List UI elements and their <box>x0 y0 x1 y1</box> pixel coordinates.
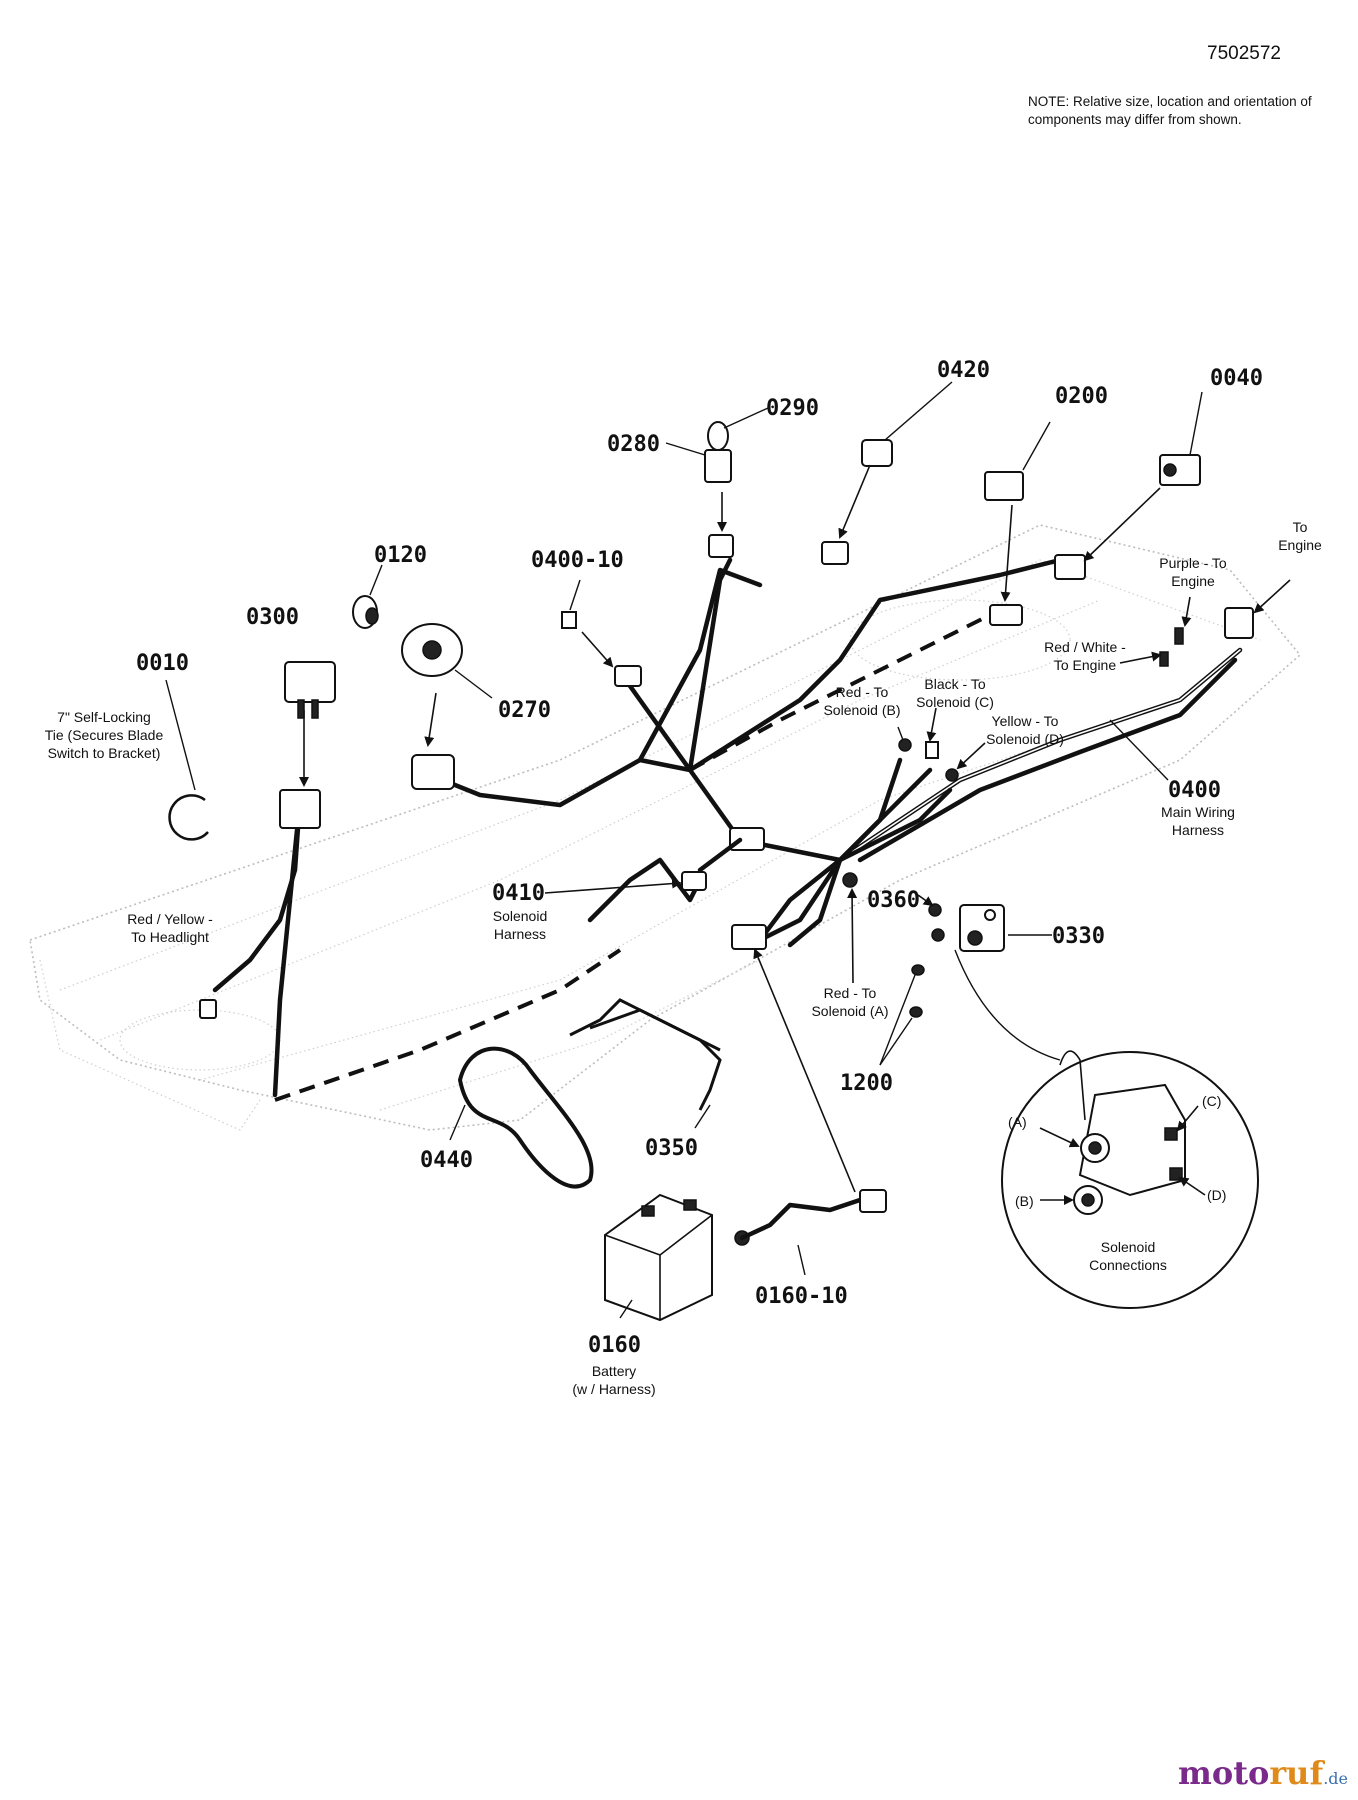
solenoid-connector <box>731 924 767 950</box>
part-number-0040: 0040 <box>1210 366 1263 391</box>
part-0040-switch <box>1054 454 1201 580</box>
terminal-a-label: (A) <box>1008 1114 1027 1130</box>
part-1200-screws <box>909 964 925 1018</box>
svg-text:Solenoid (D): Solenoid (D) <box>986 731 1064 747</box>
part-number-0330: 0330 <box>1052 924 1105 949</box>
svg-text:Harness: Harness <box>494 926 546 942</box>
caption-tie: 7" Self-Locking Tie (Secures Blade Switc… <box>45 709 164 761</box>
caption-battery: Battery (w / Harness) <box>572 1363 655 1397</box>
engine-connectors <box>1159 607 1254 667</box>
svg-text:Red - To: Red - To <box>836 684 889 700</box>
svg-text:Connections: Connections <box>1089 1257 1167 1273</box>
note-line-1: NOTE: Relative size, location and orient… <box>1028 94 1312 109</box>
part-number-0400-10: 0400-10 <box>531 548 624 573</box>
svg-text:To: To <box>1293 519 1308 535</box>
svg-text:To Headlight: To Headlight <box>131 929 209 945</box>
part-number-0120: 0120 <box>374 543 427 568</box>
solenoid-connections-inset <box>954 949 1259 1309</box>
caption-purple: Purple - To Engine <box>1159 555 1227 589</box>
svg-text:Tie (Secures Blade: Tie (Secures Blade <box>45 727 164 743</box>
part-0280-0290-switch <box>704 421 734 558</box>
part-number-0420: 0420 <box>937 358 990 383</box>
caption-yellow-d: Yellow - To Solenoid (D) <box>986 713 1064 747</box>
svg-text:Red - To: Red - To <box>824 985 877 1001</box>
caption-red-white: Red / White - To Engine <box>1044 639 1126 673</box>
terminal-d-label: (D) <box>1207 1187 1226 1203</box>
part-0440-belt <box>457 1046 594 1189</box>
svg-text:Engine: Engine <box>1278 537 1322 553</box>
svg-text:(w / Harness): (w / Harness) <box>572 1381 655 1397</box>
caption-headlight: Red / Yellow - To Headlight <box>127 911 213 945</box>
part-number-0200: 0200 <box>1055 384 1108 409</box>
watermark-logo: motoruf.de <box>1177 1754 1348 1792</box>
part-number-0360: 0360 <box>867 888 920 913</box>
svg-text:Solenoid (B): Solenoid (B) <box>823 702 900 718</box>
svg-text:Solenoid (A): Solenoid (A) <box>811 1003 888 1019</box>
terminal-b-label: (B) <box>1015 1193 1034 1209</box>
part-0350-bracket <box>569 998 722 1111</box>
part-0360-nuts <box>928 903 945 942</box>
document-number: 7502572 <box>1207 43 1281 64</box>
svg-text:Engine: Engine <box>1171 573 1215 589</box>
part-number-0270: 0270 <box>498 698 551 723</box>
part-number-0400: 0400 <box>1168 778 1221 803</box>
svg-text:Red / White -: Red / White - <box>1044 639 1126 655</box>
svg-text:Main Wiring: Main Wiring <box>1161 804 1235 820</box>
svg-text:Solenoid (C): Solenoid (C) <box>916 694 994 710</box>
part-0160-battery <box>604 1193 713 1322</box>
part-number-0160: 0160 <box>588 1333 641 1358</box>
part-0010-tie <box>168 794 209 841</box>
caption-black-c: Black - To Solenoid (C) <box>916 676 994 710</box>
caption-red-b: Red - To Solenoid (B) <box>823 684 900 718</box>
part-0270-key-switch <box>401 623 463 790</box>
caption-to-engine: To Engine <box>1278 519 1322 553</box>
red-yellow-headlight-end <box>199 999 217 1019</box>
svg-text:7" Self-Locking: 7" Self-Locking <box>57 709 151 725</box>
part-number-0350: 0350 <box>645 1136 698 1161</box>
part-number-0280: 0280 <box>607 432 660 457</box>
part-number-0290: 0290 <box>766 396 819 421</box>
part-0160-10-battery-cable <box>734 1189 887 1246</box>
caption-solenoid-harness: Solenoid Harness <box>493 908 548 942</box>
tractor-frame-outline <box>29 524 1302 1131</box>
part-0410-solenoid-harness <box>681 827 765 891</box>
svg-text:Switch to Bracket): Switch to Bracket) <box>48 745 161 761</box>
part-0200-connector <box>984 471 1024 626</box>
leader-lines <box>165 381 1291 1319</box>
svg-text:Solenoid: Solenoid <box>493 908 548 924</box>
part-number-0010: 0010 <box>136 651 189 676</box>
part-0120-knob <box>352 595 379 629</box>
caption-solenoid-connections: Solenoid Connections <box>1089 1239 1167 1273</box>
part-0400-10-clip <box>561 611 642 687</box>
caption-main-harness: Main Wiring Harness <box>1161 804 1235 838</box>
svg-text:Solenoid: Solenoid <box>1101 1239 1156 1255</box>
part-0330-solenoid <box>959 904 1005 952</box>
terminal-c-label: (C) <box>1202 1093 1221 1109</box>
part-0420-switch <box>821 439 893 565</box>
part-number-0160-10: 0160-10 <box>755 1284 848 1309</box>
svg-text:Yellow - To: Yellow - To <box>992 713 1059 729</box>
svg-text:Purple - To: Purple - To <box>1159 555 1227 571</box>
solenoid-wire-ends <box>842 738 959 888</box>
part-number-0440: 0440 <box>420 1148 473 1173</box>
main-wiring-harness <box>212 557 1243 1102</box>
note-line-2: components may differ from shown. <box>1028 112 1242 127</box>
part-number-0300: 0300 <box>246 605 299 630</box>
svg-text:Harness: Harness <box>1172 822 1224 838</box>
svg-text:Black - To: Black - To <box>924 676 985 692</box>
svg-text:Red / Yellow -: Red / Yellow - <box>127 911 213 927</box>
svg-text:To Engine: To Engine <box>1054 657 1116 673</box>
part-number-0410: 0410 <box>492 881 545 906</box>
svg-text:Battery: Battery <box>592 1363 636 1379</box>
part-0300-relay <box>279 661 336 829</box>
caption-red-a: Red - To Solenoid (A) <box>811 985 888 1019</box>
part-number-1200: 1200 <box>840 1071 893 1096</box>
